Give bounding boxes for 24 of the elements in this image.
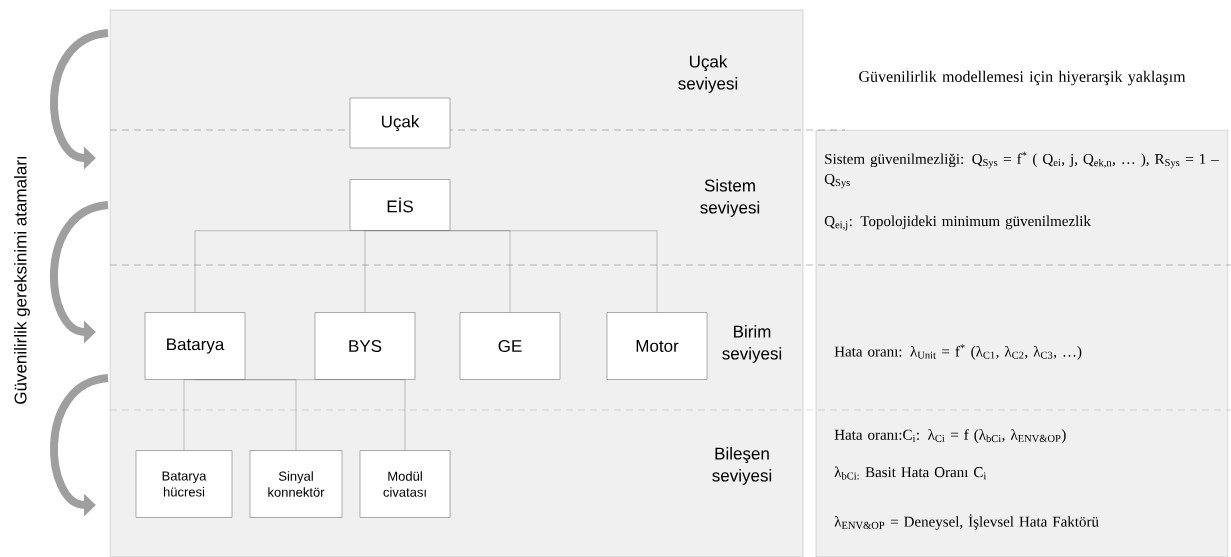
formula-text: Hata oranı:C$_{i}$: λ$_{Ci}$ = f (λ$_{bCi}$, λ$_{ENV&OP}$) <box>834 429 1066 443</box>
level-box: EİS <box>349 179 451 231</box>
formula-text: Q$_{ei,j}$: Topolojideki minimum güvenilmezlik <box>824 215 1091 231</box>
level-box: Sinyal konnektör <box>249 450 343 518</box>
level-box: Batarya <box>144 312 246 380</box>
panel-title: Güvenilirlik modellemesi için hiyerarşik yaklaşım <box>859 70 1186 86</box>
connector-line <box>183 379 196 451</box>
connector-line <box>364 230 401 313</box>
level-box: Uçak <box>349 97 451 149</box>
level-label: Uçak seviyesi <box>678 55 738 93</box>
level-label: Sistem seviyesi <box>700 179 760 217</box>
level-box: Motor <box>606 312 708 380</box>
level-box: BYS <box>314 312 416 380</box>
connector-line <box>399 230 658 313</box>
level-box: Modül civatası <box>359 450 451 518</box>
level-label: Bileşen seviyesi <box>712 447 772 485</box>
connector-line <box>194 379 406 451</box>
level-box: GE <box>459 312 561 380</box>
formula-text: λ$_{ENV&OP}$ = Deneysel, İşlevsel Hata Faktörü <box>834 514 1099 530</box>
axis-label: Güvenilirlik gereksinimi atamaları <box>14 157 30 404</box>
level-box: Batarya hücresi <box>135 450 233 518</box>
formula-text: Sistem güvenilmezliği: Q$_{Sys}$ = f$^{*}$ ( Q$_{ei}$, j, Q$_{ek,n}$, … ), R$_{Sys}$ = 1 – Q$_{Sys}$ <box>824 151 1219 189</box>
formula-text: Hata oranı: λ$_{Unit}$ = f$^{*}$ (λ$_{C1}$, λ$_{C2}$, λ$_{C3}$, …) <box>834 344 1082 360</box>
formula-text: λ$_{bCi:}$ Basit Hata Oranı C$_{i}$ <box>834 466 987 480</box>
